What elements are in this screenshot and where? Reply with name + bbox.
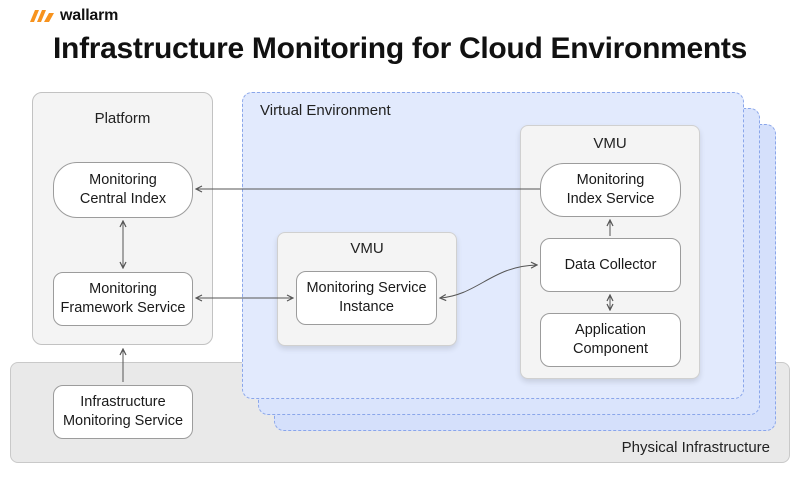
- virtual-environment-label: Virtual Environment: [260, 102, 391, 119]
- physical-infrastructure-label: Physical Infrastructure: [621, 439, 770, 456]
- vmu-right-label: VMU: [593, 135, 627, 152]
- page-title: Infrastructure Monitoring for Cloud Envi…: [53, 32, 747, 65]
- data-collector-node: Data Collector: [540, 238, 681, 292]
- data-collector-text: Data Collector: [564, 256, 657, 273]
- wallarm-logo-icon: [30, 10, 54, 22]
- brand-name: wallarm: [60, 7, 119, 24]
- platform-label: Platform: [94, 110, 151, 127]
- vmu-left-label: VMU: [350, 240, 384, 257]
- brand-logo: wallarm: [30, 5, 118, 27]
